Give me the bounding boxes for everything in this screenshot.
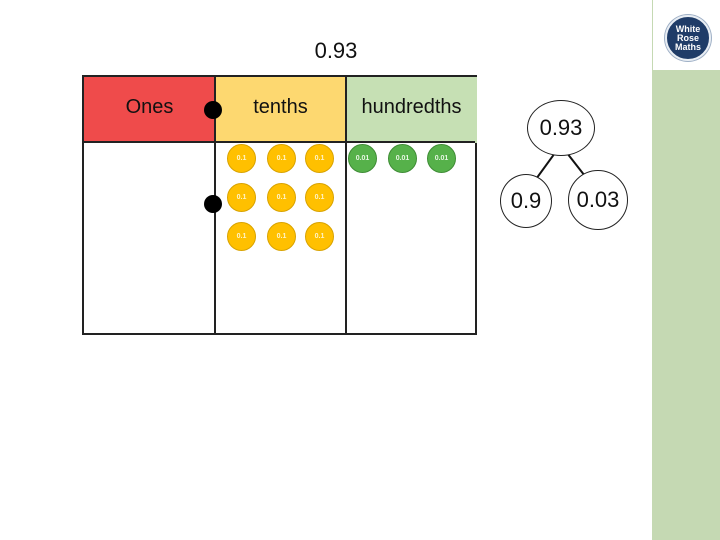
hundredth-counter: 0.01 (388, 144, 417, 173)
tenth-counter: 0.1 (305, 144, 334, 173)
hundredth-counter: 0.01 (348, 144, 377, 173)
tenth-counter: 0.1 (267, 222, 296, 251)
decimal-point-marker (204, 195, 222, 213)
header-hundredths: hundredths (346, 77, 477, 143)
logo-text-line-2: Rose (676, 32, 699, 43)
logo-text-line-1: White (675, 23, 701, 34)
part-whole-part-left: 0.9 (500, 174, 552, 228)
part-whole-whole: 0.93 (527, 100, 595, 156)
tenth-counter: 0.1 (267, 144, 296, 173)
header-tenths: tenths (215, 77, 346, 143)
decimal-point-marker (204, 101, 222, 119)
tenth-counter: 0.1 (227, 222, 256, 251)
tenth-counter: 0.1 (305, 222, 334, 251)
tenth-counter: 0.1 (267, 183, 296, 212)
tenth-counter: 0.1 (227, 144, 256, 173)
tenth-counter: 0.1 (305, 183, 334, 212)
header-ones: Ones (84, 77, 215, 143)
number-title: 0.93 (314, 38, 358, 63)
logo-divider (652, 70, 720, 72)
header-divider (84, 141, 475, 143)
part-whole-part-right: 0.03 (568, 170, 628, 230)
logo-text-line-3: Maths (674, 41, 701, 52)
tenth-counter: 0.1 (227, 183, 256, 212)
white-rose-maths-logo: White Rose Maths (665, 15, 711, 61)
side-strip (652, 72, 720, 540)
hundredth-counter: 0.01 (427, 144, 456, 173)
place-value-chart: Ones tenths hundredths (82, 75, 477, 335)
column-divider-tenths-hundredths (345, 77, 347, 333)
